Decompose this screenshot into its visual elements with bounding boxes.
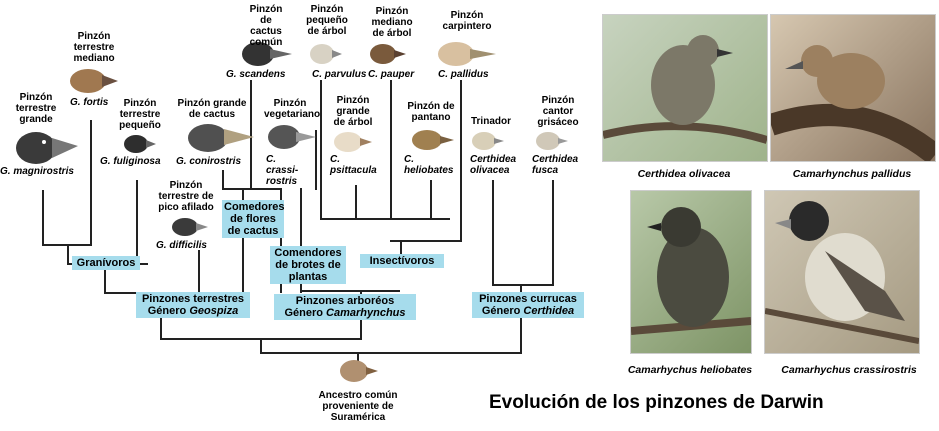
genus-geospiza-name: Geospiza	[189, 305, 239, 317]
common-parvulus: Pinzón pequeño de árbol	[306, 4, 348, 37]
sci-difficilis: G. difficilis	[156, 240, 207, 251]
common-psittacula: Pinzón grande de árbol	[333, 95, 373, 128]
genus-camarhynchus-line1: Pinzones arboréos	[295, 295, 395, 307]
group-insectivoros: Insectívoros	[360, 254, 444, 268]
common-magnirostris: Pinzón terrestre grande	[15, 92, 57, 125]
sci-pallidus: C. pallidus	[438, 69, 489, 80]
common-fuliginosa: Pinzón terrestre pequeño	[119, 98, 161, 131]
bird-heliobates-icon	[410, 128, 456, 157]
bird-scandens-icon	[240, 40, 294, 73]
sci-scandens: G. scandens	[226, 69, 286, 80]
bird-olivacea-icon	[470, 130, 506, 157]
ancestor-label: Ancestro común proveniente de Suramérica	[318, 390, 398, 423]
common-conirostris: Pinzón grande de cactus	[177, 98, 247, 120]
sci-olivacea: Certhidea olivacea	[470, 154, 517, 176]
common-fortis: Pinzón terrestre mediano	[73, 31, 115, 64]
caption-certhidea-olivacea: Certhidea olivacea	[637, 168, 731, 180]
caption-camarhynchus-pallidus: Camarhynchus pallidus	[792, 168, 912, 180]
common-scandens: Pinzón de cactus común	[249, 4, 283, 48]
bird-psittacula-icon	[332, 130, 374, 159]
photo-camarhychus-crassirostris	[764, 190, 920, 354]
genus-certhidea-line1: Pinzones currucas	[479, 293, 577, 305]
genus-camarhynchus: Pinzones arboréos Género Camarhynchus	[274, 294, 416, 320]
group-granivoros: Granívoros	[72, 256, 140, 270]
bird-parvulus-icon	[308, 42, 344, 71]
bird-ancestor-icon	[338, 358, 380, 389]
genus-certhidea: Pinzones currucas Género Certhidea	[472, 292, 584, 318]
sci-fortis: G. fortis	[70, 97, 109, 108]
sci-fusca: Certhidea fusca	[532, 154, 579, 176]
common-heliobates: Pinzón de pantano	[407, 101, 455, 123]
sci-pauper: C. pauper	[368, 69, 415, 80]
genus-camarhynchus-line2: Género	[284, 307, 323, 319]
photo-camarhychus-heliobates	[630, 190, 752, 354]
bird-magnirostris-icon	[14, 128, 80, 171]
sci-parvulus: C. parvulus	[312, 69, 367, 80]
bird-fuliginosa-icon	[122, 133, 158, 160]
group-comedores-cactus: Comedores de flores de cactus	[222, 200, 285, 238]
bird-pallidus-icon	[436, 40, 498, 73]
caption-camarhychus-crassirostris: Camarhychus crassirostris	[781, 364, 917, 376]
genus-camarhynchus-name: Camarhynchus	[326, 307, 406, 319]
genus-geospiza-line2: Género	[147, 305, 187, 317]
group-comedores-brotes: Comendores de brotes de plantas	[270, 246, 346, 284]
bird-pauper-icon	[368, 42, 408, 71]
common-crassirostris: Pinzón vegetariano	[264, 98, 321, 120]
common-difficilis: Pinzón terrestre de pico afilado	[158, 180, 214, 213]
diagram-title: Evolución de los pinzones de Darwin	[489, 392, 824, 413]
sci-magnirostris: G. magnirostris	[0, 166, 74, 177]
caption-camarhychus-heliobates: Camarhychus heliobates	[627, 364, 753, 376]
genus-certhidea-line2: Género	[481, 305, 521, 317]
bird-difficilis-icon	[170, 216, 210, 243]
photo-certhidea-olivacea	[602, 14, 768, 162]
common-olivacea: Trinador	[470, 116, 511, 127]
genus-geospiza: Pinzones terrestres Género Geospiza	[136, 292, 250, 318]
sci-conirostris: G. conirostris	[176, 156, 242, 167]
photo-camarhynchus-pallidus	[770, 14, 936, 162]
bird-fusca-icon	[534, 130, 570, 157]
common-pauper: Pinzón mediano de árbol	[371, 6, 413, 39]
genus-geospiza-line1: Pinzones terrestres	[141, 293, 245, 305]
bird-fortis-icon	[68, 67, 120, 100]
bird-crassirostris-icon	[266, 122, 318, 157]
sci-psittacula: C. psittacula	[330, 154, 377, 176]
sci-crassirostris: C. crassi-rostris	[266, 154, 299, 187]
common-fusca: Pinzón cantor grisáceo	[537, 95, 579, 128]
sci-fuliginosa: G. fuliginosa	[100, 156, 161, 167]
bird-conirostris-icon	[186, 121, 256, 160]
sci-heliobates: C. heliobates	[404, 154, 454, 176]
genus-certhidea-name: Certhidea	[523, 305, 575, 317]
common-pallidus: Pinzón carpintero	[442, 10, 492, 32]
